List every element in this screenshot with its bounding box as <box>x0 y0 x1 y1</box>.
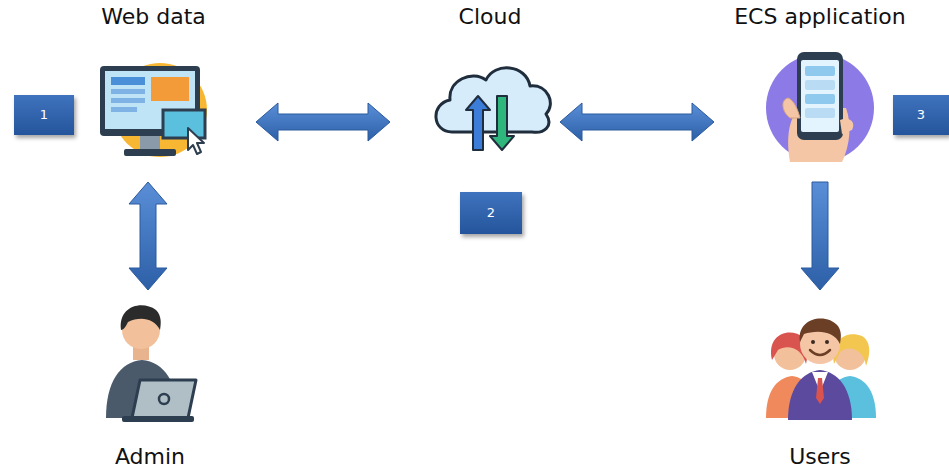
admin-icon <box>106 305 196 422</box>
block-arrow <box>801 182 839 290</box>
block-arrow <box>129 182 167 290</box>
node-label: Users <box>789 444 851 470</box>
app-node: ECS application <box>729 4 911 174</box>
node-label: Admin <box>115 444 185 470</box>
node-label: Cloud <box>459 4 522 30</box>
users-icon <box>766 319 876 420</box>
cloud-node: Cloud <box>435 4 545 174</box>
callout-number: 1 <box>14 95 74 135</box>
callout-number: 3 <box>917 107 925 123</box>
callout-number: 2 <box>460 192 522 234</box>
admin-node: Admin <box>95 298 205 470</box>
web-data-node: Web data <box>96 4 211 174</box>
block-arrow <box>560 103 714 141</box>
users-node: Users <box>765 298 875 470</box>
callout-number: 1 <box>40 107 48 123</box>
node-label: ECS application <box>734 4 906 30</box>
node-label: Web data <box>101 4 206 30</box>
web-data-icon <box>100 63 207 157</box>
phone-app-icon <box>766 52 874 162</box>
callout-number: 3 <box>893 95 949 135</box>
cloud-icon <box>436 68 550 150</box>
block-arrow <box>256 103 390 141</box>
callout-number: 2 <box>487 205 495 221</box>
